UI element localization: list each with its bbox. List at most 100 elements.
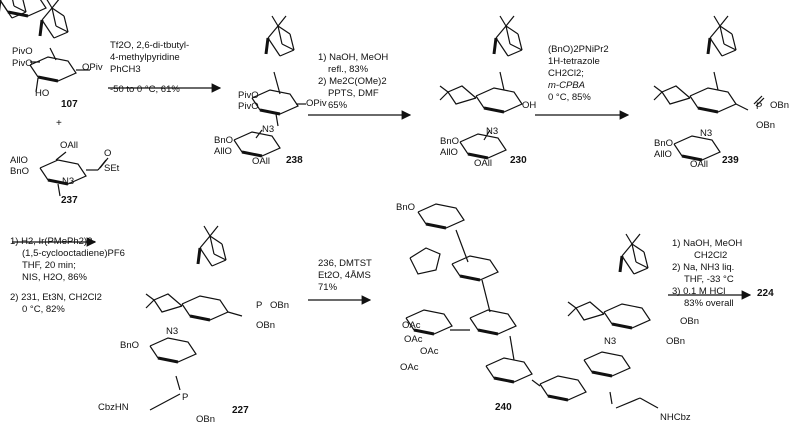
obn-label: OBn xyxy=(256,320,276,331)
bno-label: BnO xyxy=(10,166,30,177)
oall-label: OAll xyxy=(474,158,492,169)
nhcbz-label: NHCbz xyxy=(660,412,691,423)
compound-id-107: 107 xyxy=(61,99,78,110)
conditions-step2: 1) NaOH, MeOH refl., 83% 2) Me2C(OMe)2 P… xyxy=(318,52,388,112)
condition-line: CH2Cl2 xyxy=(694,250,728,261)
compound-id-224: 224 xyxy=(757,288,774,299)
compound-id-237: 237 xyxy=(61,195,78,206)
opiv-label: OPiv xyxy=(82,62,103,73)
conditions-step1: Tf2O, 2,6-di-tbutyl- 4-methylpyridine Ph… xyxy=(110,40,189,96)
condition-line: THF, -33 °C xyxy=(684,274,734,285)
oac-label: OAc xyxy=(402,320,421,331)
n3-label: N3 xyxy=(62,176,75,187)
oac-label: OAc xyxy=(404,334,423,345)
condition-line: 4-methylpyridine xyxy=(110,52,180,63)
condition-line: -50 to 0 °C, 61% xyxy=(110,84,180,95)
conditions-step6: 1) NaOH, MeOH CH2Cl2 2) Na, NH3 liq. THF… xyxy=(672,238,742,310)
bno-label: BnO xyxy=(120,340,140,351)
condition-line: NIS, H2O, 86% xyxy=(22,272,87,283)
compound-id-239: 239 xyxy=(722,155,739,166)
allo-label: AllO xyxy=(214,146,232,157)
piv-o-label: PivO xyxy=(238,90,259,101)
piv-o-label: PivO xyxy=(238,101,259,112)
condition-line xyxy=(10,284,125,292)
oall-label: OAll xyxy=(252,156,270,167)
condition-line: 236, DMTST xyxy=(318,258,372,269)
condition-line: 1H-tetrazole xyxy=(548,56,600,67)
cbzhn-label: CbzHN xyxy=(98,402,129,413)
conditions-step3: (BnO)2PNiPr2 1H-tetrazole CH2Cl2; m-CPBA… xyxy=(548,44,609,104)
condition-line: Et2O, 4ÅMS xyxy=(318,270,371,281)
condition-line: 0 °C, 85% xyxy=(548,92,591,103)
bno-label: BnO xyxy=(654,138,674,149)
n3-label: N3 xyxy=(262,124,275,135)
structure-230 xyxy=(439,14,524,160)
allo-label: AllO xyxy=(10,155,28,166)
structure-240 xyxy=(404,202,659,409)
structure-238 xyxy=(232,14,306,158)
allo-label: AllO xyxy=(654,149,672,160)
phosphorus-label: P xyxy=(756,101,763,112)
structure-237 xyxy=(38,151,109,197)
sulfoxide-o-label: O xyxy=(104,148,112,159)
condition-line: 65% xyxy=(328,100,348,111)
condition-line: refl., 83% xyxy=(328,64,369,75)
set-label: SEt xyxy=(104,163,120,174)
obn-label: OBn xyxy=(666,336,686,347)
conditions-step5: 236, DMTST Et2O, 4ÅMS 71% xyxy=(318,258,372,294)
bno-label: BnO xyxy=(396,202,416,213)
condition-line: m-CPBA xyxy=(548,80,585,91)
compound-id-238: 238 xyxy=(286,155,303,166)
ho-label: HO xyxy=(35,88,50,99)
condition-line: 2) Me2C(OMe)2 xyxy=(318,76,387,87)
condition-line: 1) H2, Ir(PMePh2)2- xyxy=(10,236,96,247)
obn-label: OBn xyxy=(270,300,290,311)
oac-label: OAc xyxy=(420,346,439,357)
structure-107 xyxy=(28,0,90,93)
condition-line: PhCH3 xyxy=(110,64,141,75)
n3-label: N3 xyxy=(700,128,713,139)
compound-id-227: 227 xyxy=(232,405,249,416)
obn-label: OBn xyxy=(680,316,700,327)
structure-227 xyxy=(145,224,243,411)
condition-line: 0 °C, 82% xyxy=(22,304,65,315)
oall-label: OAll xyxy=(60,140,78,151)
condition-line: 2) 231, Et3N, CH2Cl2 xyxy=(10,292,102,303)
allo-label: AllO xyxy=(440,147,458,158)
oh-label: OH xyxy=(522,100,537,111)
condition-line: Tf2O, 2,6-di-tbutyl- xyxy=(110,40,190,51)
condition-line: (BnO)2PNiPr2 xyxy=(548,44,609,55)
phosphorus-label: P xyxy=(256,300,263,311)
condition-line: 1) NaOH, MeOH xyxy=(672,238,743,249)
piv-o-label: PivO xyxy=(12,58,33,69)
obn-label: OBn xyxy=(196,414,216,425)
plus-sign: + xyxy=(56,118,62,129)
condition-line xyxy=(110,76,189,84)
condition-line: 71% xyxy=(318,282,338,293)
condition-line: THF, 20 min; xyxy=(22,260,76,271)
condition-line: CH2Cl2; xyxy=(548,68,584,79)
conditions-step4: 1) H2, Ir(PMePh2)2- (1,5-cyclooctadiene)… xyxy=(10,236,125,316)
condition-line: (1,5-cyclooctadiene)PF6 xyxy=(22,248,125,259)
condition-line: 83% overall xyxy=(684,298,734,309)
oac-label: OAc xyxy=(400,362,419,373)
obn-label: OBn xyxy=(756,120,776,131)
phosphorus-label: P xyxy=(182,392,189,403)
bno-label: BnO xyxy=(440,136,460,147)
condition-line: PPTS, DMF xyxy=(328,88,379,99)
reaction-arrows xyxy=(12,83,752,305)
condition-line: 2) Na, NH3 liq. xyxy=(672,262,735,273)
compound-id-240: 240 xyxy=(495,402,512,413)
piv-o-label: PivO xyxy=(12,46,33,57)
structure-239 xyxy=(653,14,765,162)
oall-label: OAll xyxy=(690,159,708,170)
bno-label: BnO xyxy=(214,135,234,146)
opiv-label: OPiv xyxy=(306,98,327,109)
compound-id-230: 230 xyxy=(510,155,527,166)
n3-label: N3 xyxy=(604,336,617,347)
n3-label: N3 xyxy=(166,326,179,337)
condition-line: 1) NaOH, MeOH xyxy=(318,52,389,63)
n3-label: N3 xyxy=(486,126,499,137)
